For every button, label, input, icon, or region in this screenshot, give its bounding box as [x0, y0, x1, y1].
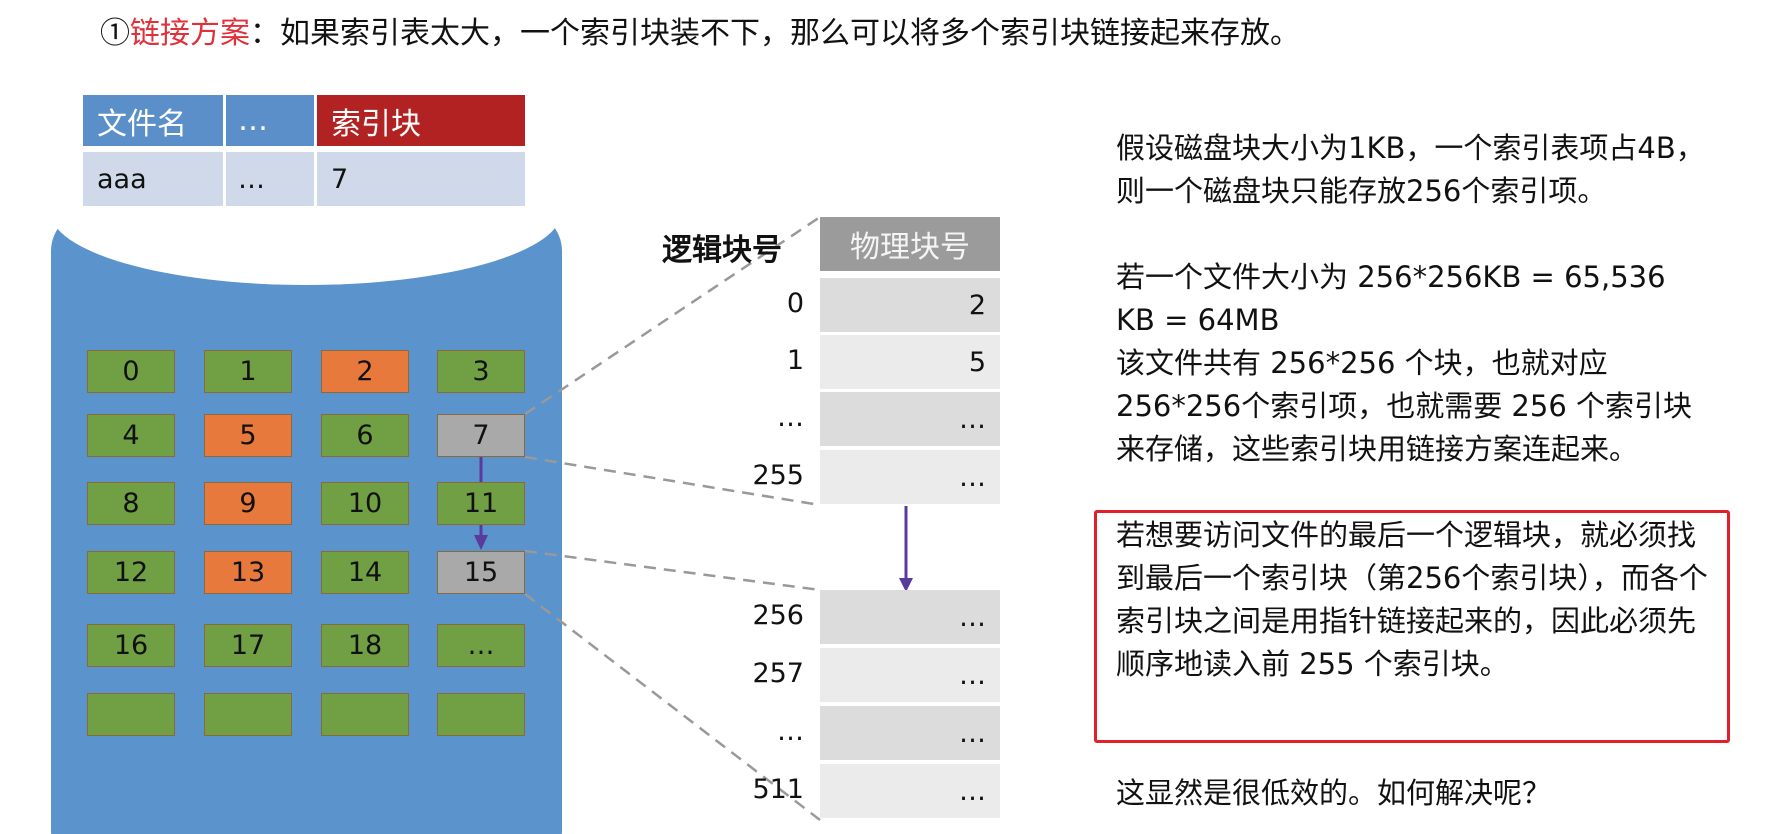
disk-block: 6 [321, 414, 409, 457]
logical-block-header: 逻辑块号 [662, 233, 782, 268]
slide-title: ①链接方案：如果索引表太大，一个索引块装不下，那么可以将多个索引块链接起来存放。 [100, 8, 1300, 52]
cell-filename: aaa [83, 152, 223, 206]
disk-block: 17 [204, 624, 292, 667]
physical-block-number: 2 [820, 278, 1000, 332]
physical-block-number: … [820, 392, 1000, 446]
physical-block-number: … [820, 648, 1000, 702]
physical-block-number: … [820, 764, 1000, 818]
explanation-p2: 若一个文件大小为 256*256KB = 65,536 KB = 64MB [1116, 260, 1666, 337]
number-marker: ① [100, 16, 130, 51]
disk-block: 9 [204, 482, 292, 525]
explanation-p1: 假设磁盘块大小为1KB，一个索引表项占4B，则一个磁盘块只能存放256个索引项。 [1116, 131, 1705, 208]
disk-block [437, 693, 525, 736]
disk-block: 16 [87, 624, 175, 667]
logical-block-number: 255 [752, 460, 804, 491]
title-highlight: 链接方案 [130, 16, 250, 51]
cell-ellipsis: … [226, 152, 314, 206]
logical-block-number: 511 [752, 774, 804, 805]
disk-block: 11 [437, 482, 525, 525]
disk-block: 2 [321, 350, 409, 393]
disk-block: 15 [437, 551, 525, 594]
disk-block: 1 [204, 350, 292, 393]
cell-index-block: 7 [317, 152, 525, 206]
physical-block-number: … [820, 706, 1000, 760]
disk-block: … [437, 624, 525, 667]
disk-block [321, 693, 409, 736]
disk-block: 10 [321, 482, 409, 525]
title-text: ：如果索引表太大，一个索引块装不下，那么可以将多个索引块链接起来存放。 [250, 16, 1300, 51]
explanation-p3: 该文件共有 256*256 个块，也就对应256*256个索引项，也就需要 25… [1116, 346, 1692, 466]
disk-block: 8 [87, 482, 175, 525]
explanation-p5: 这显然是很低效的。如何解决呢？ [1116, 776, 1552, 810]
disk-block: 7 [437, 414, 525, 457]
disk-block: 3 [437, 350, 525, 393]
physical-block-number: … [820, 450, 1000, 504]
disk-block: 5 [204, 414, 292, 457]
zoom-lines [524, 215, 821, 821]
logical-block-number: 1 [786, 345, 804, 376]
logical-block-number: … [777, 402, 804, 433]
disk-block: 13 [204, 551, 292, 594]
logical-block-number: … [777, 716, 804, 747]
logical-block-number: 0 [786, 288, 804, 319]
disk-block: 14 [321, 551, 409, 594]
disk-block [87, 693, 175, 736]
logical-block-number: 256 [752, 600, 804, 631]
disk-block: 4 [87, 414, 175, 457]
disk-block: 0 [87, 350, 175, 393]
header-ellipsis: … [226, 95, 314, 146]
explanation-p4: 若想要访问文件的最后一个逻辑块，就必须找到最后一个索引块（第256个索引块），而… [1116, 518, 1708, 681]
physical-block-number: 5 [820, 335, 1000, 389]
highlight-box [1094, 510, 1730, 743]
disk-block: 12 [87, 551, 175, 594]
header-filename: 文件名 [83, 95, 223, 146]
disk-cylinder [51, 211, 562, 834]
physical-block-header: 物理块号 [820, 217, 1000, 271]
disk-block: 18 [321, 624, 409, 667]
logical-block-number: 257 [752, 658, 804, 689]
disk-block [204, 693, 292, 736]
header-index-block: 索引块 [317, 95, 525, 146]
physical-block-number: … [820, 590, 1000, 644]
